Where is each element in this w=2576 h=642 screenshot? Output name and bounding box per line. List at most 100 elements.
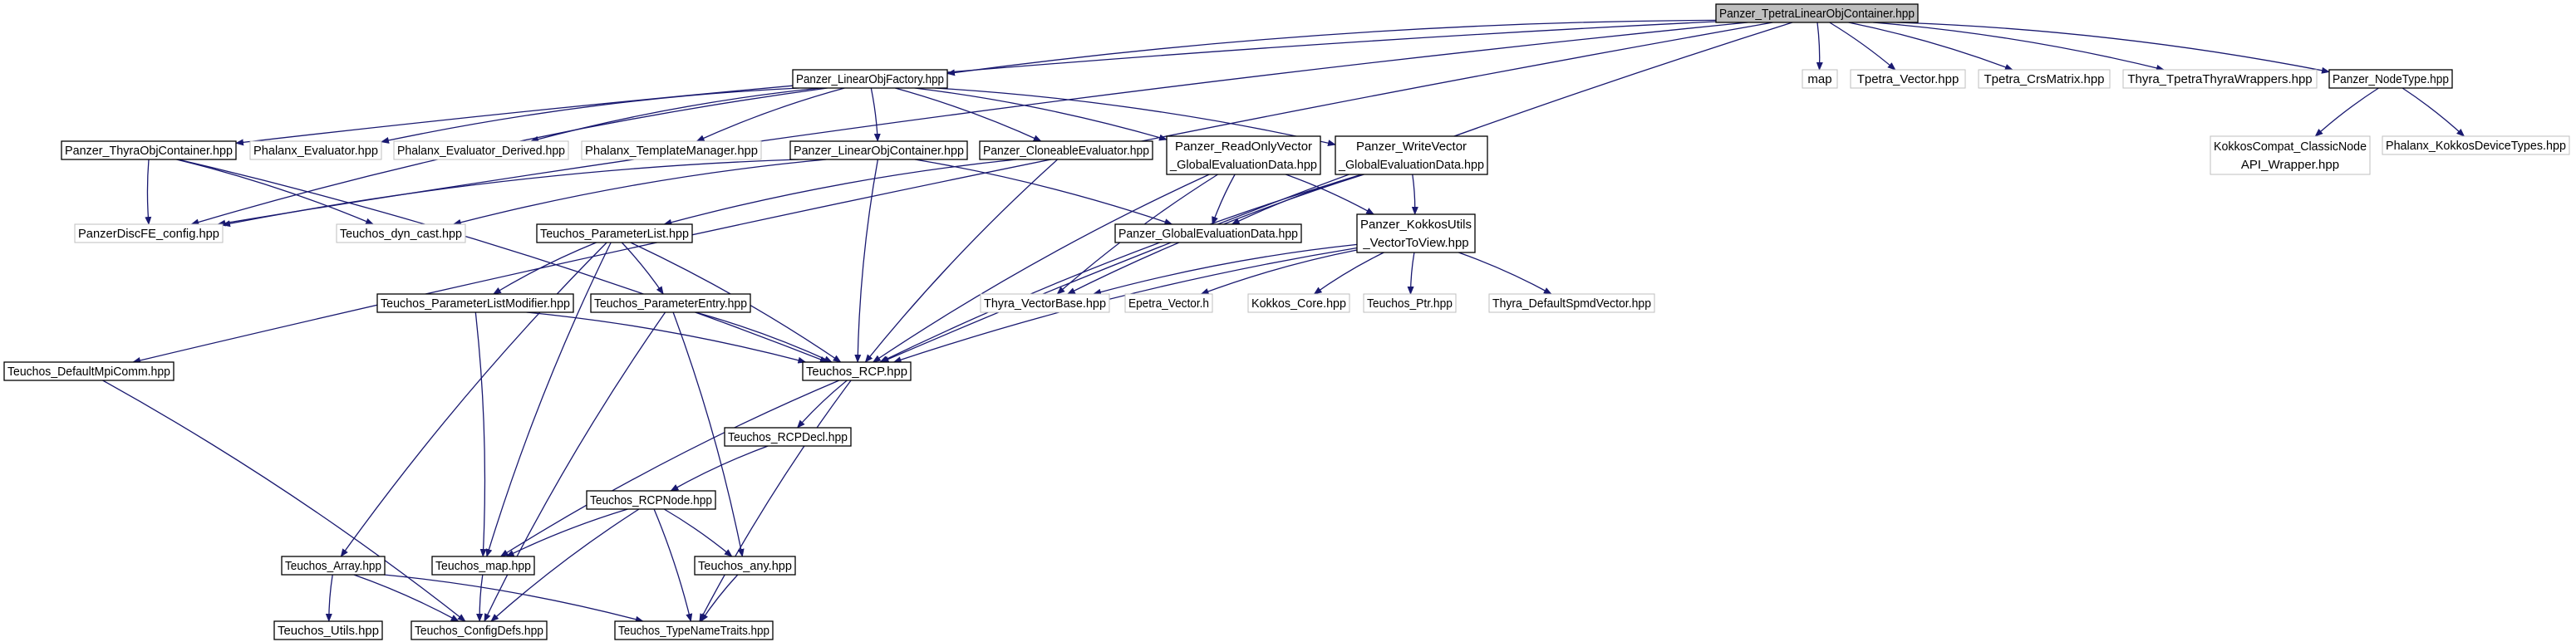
node-panzer-cloneableevaluator[interactable]: Panzer_CloneableEvaluator.hpp [979,140,1153,160]
node-box [431,556,535,576]
node-label: Teuchos_RCPDecl.hpp [728,430,848,444]
node-box [376,293,574,313]
node-tpetra-vector: Tpetra_Vector.hpp [1850,69,1966,89]
node-teuchos-utils[interactable]: Teuchos_Utils.hpp [273,620,383,640]
node-panzer-kokkosutils-vectortoview[interactable]: Panzer_KokkosUtils_VectorToView.hpp [1356,213,1476,253]
node-label: PanzerDiscFE_config.hpp [78,227,219,241]
node-box [789,140,968,160]
node-label: Teuchos_map.hpp [435,559,531,573]
node-teuchos-rcpnode[interactable]: Teuchos_RCPNode.hpp [586,490,716,510]
node-label: Teuchos_ParameterList.hpp [540,227,689,241]
edge-any-to-tnt [701,574,739,622]
node-box [980,293,1110,313]
node-tpetra-crsmatrix: Tpetra_CrsMatrix.hpp [1978,69,2111,89]
edge-lof-to-loc [870,87,881,142]
node-phalanx-evaluator-derived: Phalanx_Evaluator_Derived.hpp [393,140,569,160]
edge-plm-to-tmap [474,311,487,557]
node-teuchos-rcpdecl[interactable]: Teuchos_RCPDecl.hpp [724,427,852,447]
node-panzer-writevector-globalevaluationdata[interactable]: Panzer_WriteVector _GlobalEvaluationData.… [1335,135,1488,175]
node-teuchos-map[interactable]: Teuchos_map.hpp [431,556,535,576]
node-panzer-globalevaluationdata[interactable]: Panzer_GlobalEvaluationData.hpp [1114,223,1302,243]
edge-pe-to-cdefs [484,311,666,622]
node-box [581,140,762,160]
node-panzer-thyraobjcontainer[interactable]: Panzer_ThyraObjContainer.hpp [61,140,237,160]
node-box [614,620,774,640]
node-box [61,140,237,160]
edge-loc-to-pdfe [222,159,799,228]
edge-loc-to-rcp [854,159,879,363]
node-label: Tpetra_CrsMatrix.hpp [1984,72,2104,86]
node-label: Epetra_Vector.h [1128,296,1209,311]
edge-lof-to-rov [914,87,1168,141]
node-label: Teuchos_Utils.hpp [278,624,379,638]
node-box [536,223,693,243]
edge-root-to-tpvec [1829,22,1896,71]
node-panzer-tpetralinearobjcontainer[interactable]: Panzer_TpetraLinearObjContainer.hpp [1715,3,1919,23]
node-teuchos-typenametraits[interactable]: Teuchos_TypeNameTraits.hpp [614,620,774,640]
node-teuchos-parameterlistmodifier[interactable]: Teuchos_ParameterListModifier.hpp [376,293,574,313]
node-label: Panzer_GlobalEvaluationData.hpp [1118,227,1298,241]
edge-rcpn-to-any [663,508,733,557]
node-box [1488,293,1655,313]
edge-lof-to-peval [381,87,799,144]
node-label: _GlobalEvaluationData.hpp [1338,158,1484,172]
node-teuchos-any[interactable]: Teuchos_any.hpp [694,556,796,576]
edge-plm-to-rcp [526,311,807,364]
edge-rcpn-to-tmap [505,508,628,557]
node-panzer-readonlyvector-globalevaluationdata[interactable]: Panzer_ReadOnlyVector_GlobalEvaluationDa… [1166,135,1321,175]
node-panzer-linearobjfactory[interactable]: Panzer_LinearObjFactory.hpp [792,69,948,89]
node-teuchos-configdefs[interactable]: Teuchos_ConfigDefs.hpp [410,620,548,640]
nodes-layer: Panzer_TpetraLinearObjContainer.hppPanze… [3,3,2570,640]
node-label: map [1807,72,1831,86]
edge-rcp-to-rcpd [796,380,848,429]
edges-layer [102,19,2465,623]
edge-arr-to-tnt [384,574,644,623]
node-box [802,361,912,381]
edge-root-to-ntype [1896,22,2330,74]
node-label: Thyra_TpetraThyraWrappers.hpp [2127,72,2312,86]
edge-lof-to-clev [895,87,1042,142]
node-map: map [1802,69,1838,89]
edge-root-to-lof [946,19,1717,76]
node-teuchos-array[interactable]: Teuchos_Array.hpp [281,556,386,576]
node-teuchos-defaultmpicomm[interactable]: Teuchos_DefaultMpiComm.hpp [3,361,175,381]
node-box [2122,69,2318,89]
edge-rcp-to-tnt [699,380,852,622]
edge-kuv-to-epv [1200,249,1358,295]
node-thyra-defaultspmdvector: Thyra_DefaultSpmdVector.hpp [1488,293,1655,313]
node-label: Teuchos_DefaultMpiComm.hpp [7,365,170,379]
node-box [2382,135,2570,155]
edge-root-to-thyw [1872,22,2165,71]
node-box [586,490,716,510]
node-panzer-linearobjcontainer[interactable]: Panzer_LinearObjContainer.hpp [789,140,968,160]
node-box [1850,69,1966,89]
node-box [792,69,948,89]
edge-rcpn-to-cdefs [490,508,640,622]
edge-arr-to-utils [325,574,333,622]
edge-kuv-to-tdsv [1458,252,1552,295]
node-panzer-nodetype[interactable]: Panzer_NodeType.hpp [2328,69,2453,89]
node-label: Teuchos_ParameterListModifier.hpp [381,296,570,311]
node-label: Teuchos_RCPNode.hpp [590,493,712,507]
edge-wv-to-rcp [879,174,1363,363]
node-box [281,556,386,576]
node-label: Panzer_KokkosUtils [1360,218,1472,232]
edge-ntype-to-kcn [2314,87,2379,137]
edge-dmc-to-cdefs [102,380,466,622]
edge-rov-to-rcp [872,174,1210,363]
edge-toc-to-dync [176,159,375,225]
node-label: Panzer_ThyraObjContainer.hpp [65,144,233,158]
edge-rov-to-kuv [1286,174,1375,215]
node-teuchos-parameterentry[interactable]: Teuchos_ParameterEntry.hpp [590,293,751,313]
node-label: Panzer_ReadOnlyVector [1175,140,1312,154]
node-box [74,223,224,243]
edge-pe-to-rcp [695,311,833,363]
node-epetra-vector: Epetra_Vector.h [1124,293,1213,313]
node-teuchos-rcp[interactable]: Teuchos_RCP.hpp [802,361,912,381]
node-label: Panzer_WriteVector [1356,140,1467,154]
node-label: Panzer_TpetraLinearObjContainer.hpp [1719,7,1915,21]
node-teuchos-parameterlist[interactable]: Teuchos_ParameterList.hpp [536,223,693,243]
node-box [1802,69,1838,89]
